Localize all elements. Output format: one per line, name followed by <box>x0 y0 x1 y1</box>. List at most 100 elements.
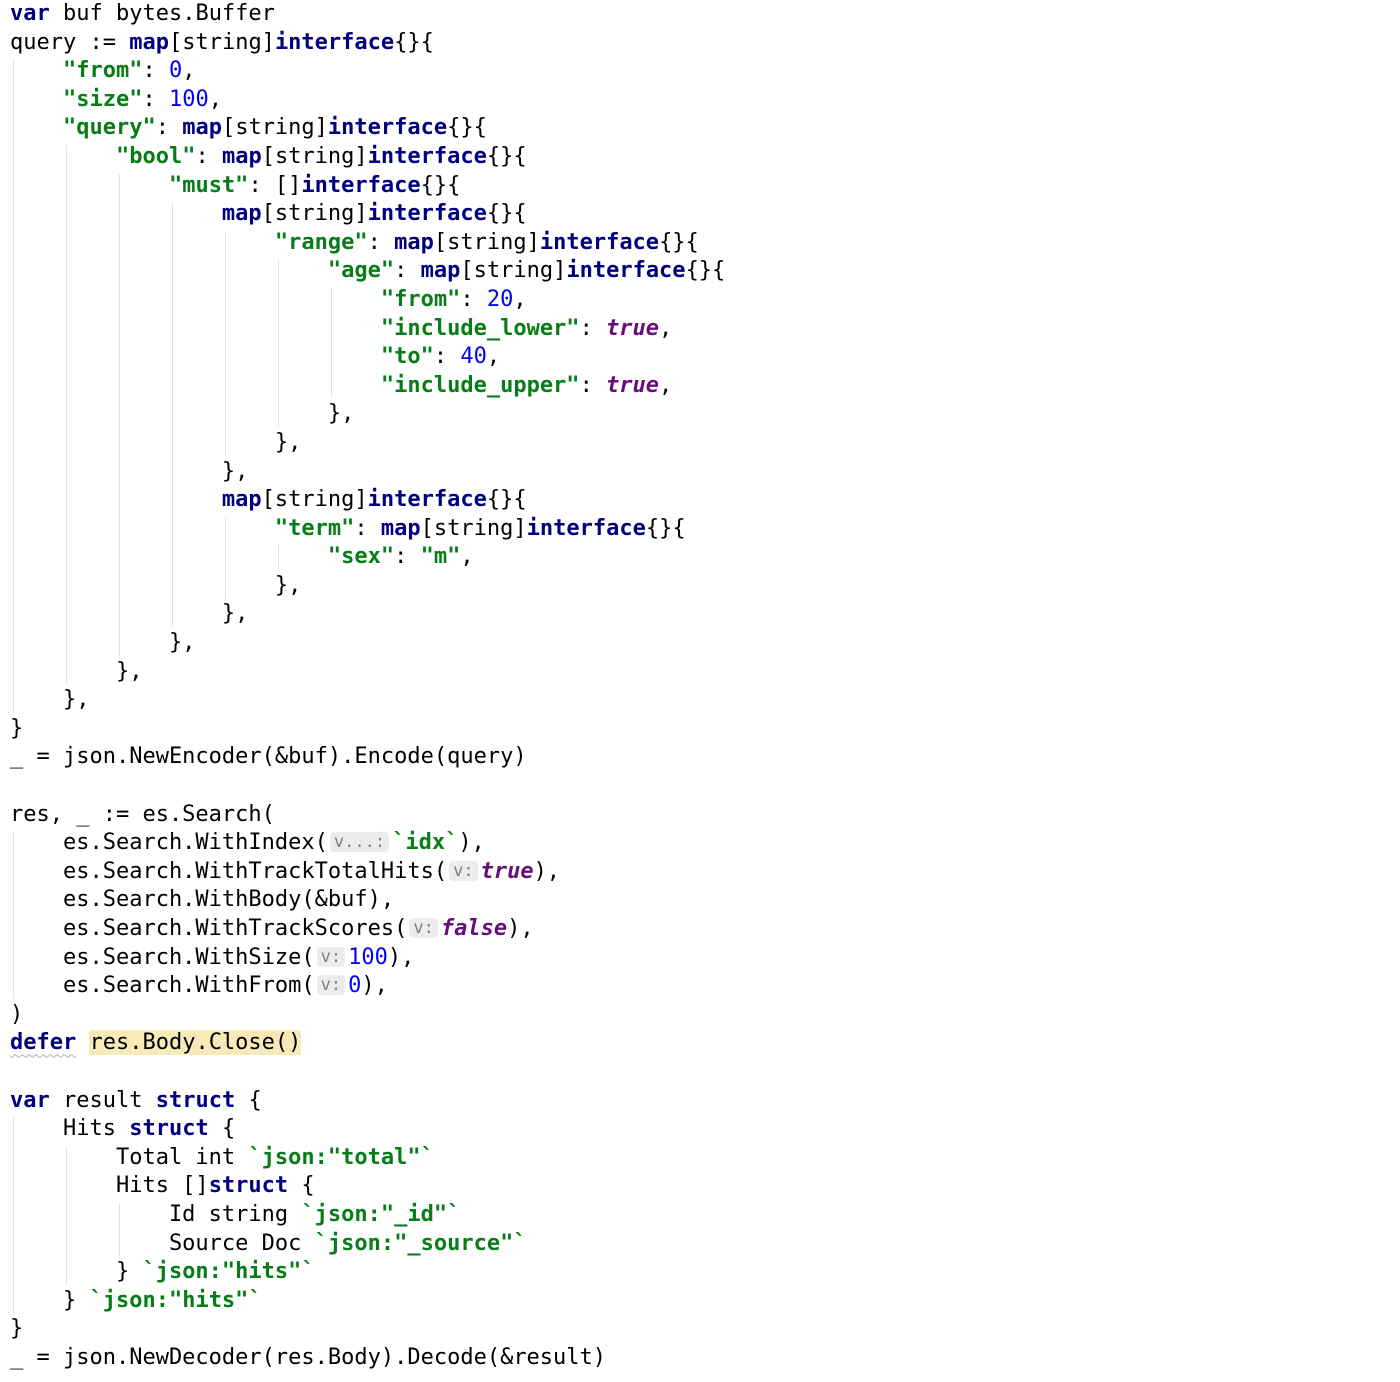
code-text[interactable]: ), <box>458 830 485 856</box>
string-literal[interactable]: "term" <box>274 515 355 541</box>
string-literal[interactable]: "m" <box>420 544 461 570</box>
code-text[interactable]: { <box>288 1173 315 1199</box>
keyword[interactable]: map <box>129 29 169 55</box>
code-text[interactable]: {}{ <box>486 201 527 227</box>
code-text[interactable]: : <box>460 286 487 312</box>
code-line[interactable]: _ = json.NewEncoder(&buf).Encode(query) <box>10 743 725 772</box>
code-text[interactable]: [string] <box>460 258 567 284</box>
code-text[interactable] <box>76 1030 89 1055</box>
code-text[interactable]: query := <box>10 29 130 55</box>
code-text[interactable]: }, <box>10 658 143 684</box>
number-literal[interactable]: 100 <box>168 86 209 112</box>
code-text[interactable]: es.Search.WithFrom( <box>10 973 315 999</box>
code-line[interactable]: es.Search.WithBody(&buf), <box>10 886 725 915</box>
string-literal[interactable]: "from" <box>380 286 461 312</box>
code-text[interactable]: }, <box>10 429 302 455</box>
keyword[interactable]: interface <box>566 258 686 284</box>
code-line[interactable]: } <box>10 715 725 744</box>
code-text[interactable]: es.Search.WithSize( <box>10 944 315 970</box>
code-text[interactable]: ) <box>10 1001 24 1027</box>
string-literal[interactable]: "query" <box>62 115 156 141</box>
code-text[interactable]: {}{ <box>659 229 699 255</box>
string-literal[interactable]: `json:"hits"` <box>89 1287 262 1313</box>
keyword[interactable]: map <box>221 201 262 227</box>
code-text[interactable] <box>10 115 63 140</box>
code-text[interactable]: : <box>579 372 607 398</box>
code-line[interactable]: } `json:"hits"` <box>10 1287 725 1316</box>
code-line[interactable]: }, <box>10 658 725 687</box>
code-text[interactable]: } <box>10 1287 90 1313</box>
string-literal[interactable]: `idx` <box>392 830 459 856</box>
keyword[interactable]: struct <box>129 1116 209 1142</box>
code-text[interactable]: , <box>513 286 527 312</box>
code-text[interactable] <box>10 230 275 255</box>
code-line[interactable] <box>10 1058 725 1087</box>
code-text[interactable]: : [] <box>248 172 302 198</box>
keyword[interactable]: interface <box>367 143 487 169</box>
number-literal[interactable]: 40 <box>460 344 487 370</box>
keyword[interactable]: interface <box>327 115 448 141</box>
code-text[interactable]: res, _ := es.Search( <box>10 801 275 827</box>
string-literal[interactable]: `json:"_source"` <box>314 1230 527 1256</box>
code-text[interactable] <box>10 173 169 198</box>
keyword[interactable]: interface <box>526 515 646 541</box>
keyword-warning[interactable]: defer <box>10 1030 77 1056</box>
code-text[interactable]: : <box>579 315 607 341</box>
number-literal[interactable]: 100 <box>348 944 388 970</box>
boolean-literal[interactable]: true <box>606 372 660 398</box>
string-literal[interactable]: "age" <box>327 258 395 284</box>
keyword[interactable]: map <box>420 258 461 284</box>
code-line[interactable]: }, <box>10 600 725 629</box>
keyword[interactable]: map <box>394 229 434 255</box>
boolean-literal[interactable]: true <box>480 858 534 884</box>
code-line[interactable]: }, <box>10 686 725 715</box>
code-text[interactable]: [string] <box>261 143 368 169</box>
code-line[interactable]: map[string]interface{}{ <box>10 200 725 229</box>
highlighted-expression[interactable]: res.Body.Close() <box>89 1030 302 1056</box>
code-text[interactable]: es.Search.WithTrackScores( <box>10 916 408 941</box>
code-line[interactable]: "term": map[string]interface{}{ <box>10 515 725 544</box>
code-text[interactable]: , <box>208 86 222 112</box>
code-text[interactable]: } <box>10 715 24 741</box>
code-text[interactable]: : <box>394 258 421 284</box>
code-line[interactable]: "range": map[string]interface{}{ <box>10 229 725 258</box>
code-text[interactable]: {}{ <box>486 143 527 169</box>
keyword[interactable]: interface <box>539 229 660 255</box>
code-text[interactable]: } <box>10 1259 143 1285</box>
code-text[interactable]: }, <box>10 401 355 427</box>
code-text[interactable]: ), <box>387 944 415 970</box>
boolean-literal[interactable]: true <box>606 315 660 341</box>
code-text[interactable]: : <box>142 86 169 112</box>
code-text[interactable]: Id string <box>10 1201 302 1227</box>
code-text[interactable]: }, <box>10 458 249 484</box>
code-text[interactable]: buf bytes.Buffer <box>49 1 275 26</box>
string-literal[interactable]: `json:"hits"` <box>142 1259 315 1285</box>
code-text[interactable]: : <box>354 515 381 541</box>
code-text[interactable]: , <box>659 372 673 398</box>
code-line[interactable]: Hits []struct { <box>10 1172 725 1201</box>
string-literal[interactable]: "sex" <box>327 544 395 570</box>
code-text[interactable]: {}{ <box>645 515 686 541</box>
code-line[interactable]: res, _ := es.Search( <box>10 801 725 830</box>
code-line[interactable]: }, <box>10 400 725 429</box>
keyword[interactable]: map <box>221 487 262 513</box>
code-text[interactable]: {}{ <box>420 172 461 198</box>
code-line[interactable]: map[string]interface{}{ <box>10 486 725 515</box>
code-line[interactable]: "size": 100, <box>10 86 725 115</box>
string-literal[interactable]: "include_upper" <box>380 372 580 398</box>
code-line[interactable] <box>10 772 725 801</box>
code-line[interactable]: "query": map[string]interface{}{ <box>10 114 725 143</box>
code-line[interactable]: var result struct { <box>10 1087 725 1116</box>
code-text[interactable]: {}{ <box>394 29 434 55</box>
keyword[interactable]: struct <box>155 1087 236 1113</box>
code-text[interactable]: [string] <box>261 487 368 513</box>
code-text[interactable]: _ = json.NewEncoder(&buf).Encode(query) <box>10 744 527 770</box>
code-text[interactable]: {}{ <box>447 115 487 141</box>
code-text[interactable]: ), <box>507 916 534 941</box>
code-text[interactable]: ), <box>533 858 561 884</box>
code-line[interactable]: es.Search.WithTrackScores(v:false), <box>10 915 725 944</box>
code-text[interactable] <box>10 201 222 226</box>
code-line[interactable]: "to": 40, <box>10 343 725 372</box>
code-text[interactable]: Hits <box>10 1116 130 1142</box>
